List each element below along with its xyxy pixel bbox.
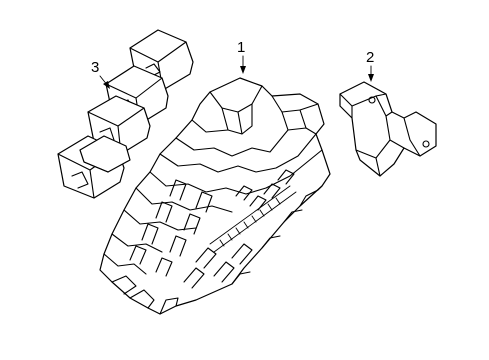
part-1-relay-box [99, 77, 331, 315]
part-3-connector-blocks [57, 29, 194, 199]
part-2-bracket [339, 81, 437, 177]
callout-1: 1 [237, 39, 246, 74]
callout-2: 2 [366, 49, 374, 82]
callout-3: 3 [91, 59, 110, 89]
callout-3-label: 3 [91, 59, 99, 76]
callout-2-label: 2 [366, 49, 374, 66]
callout-1-label: 1 [237, 39, 245, 56]
